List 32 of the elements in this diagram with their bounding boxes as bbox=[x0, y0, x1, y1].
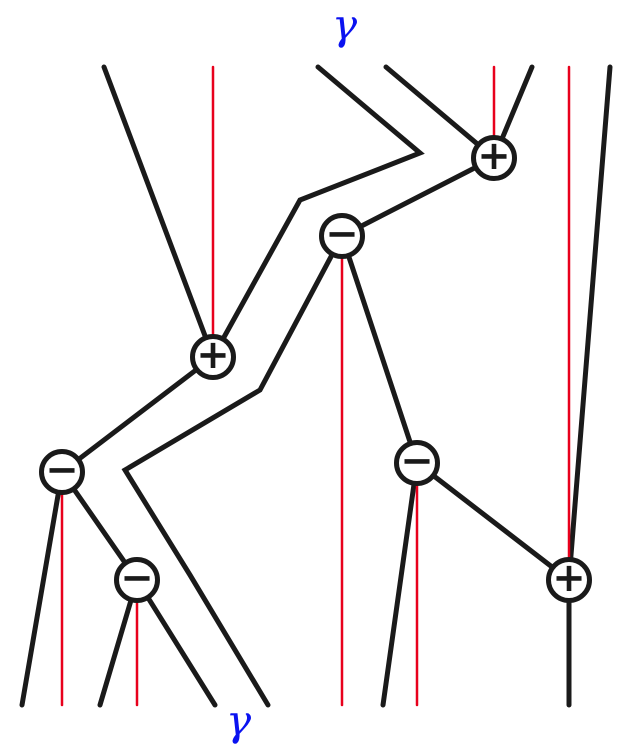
strand-line bbox=[380, 483, 416, 708]
guide-line bbox=[212, 66, 214, 336]
strand-line bbox=[98, 600, 133, 708]
sign-circle: + bbox=[190, 334, 236, 380]
guide-line bbox=[568, 66, 570, 558]
sign-circle: − bbox=[114, 557, 160, 603]
sign-circle: − bbox=[394, 440, 440, 486]
strand-line bbox=[20, 492, 61, 708]
sign-circle: + bbox=[471, 135, 517, 181]
guide-line bbox=[60, 494, 64, 706]
strand-line bbox=[568, 64, 612, 560]
strand-line bbox=[222, 64, 425, 340]
strand-line bbox=[360, 166, 476, 228]
guide-line bbox=[136, 602, 138, 706]
guide-line bbox=[492, 66, 496, 136]
strand-line bbox=[146, 597, 218, 708]
strand-line bbox=[500, 64, 534, 140]
guide-line bbox=[416, 484, 418, 706]
sign-circle: − bbox=[319, 213, 365, 259]
sign-circle: − bbox=[39, 449, 85, 495]
strand-line bbox=[346, 255, 412, 444]
guide-line bbox=[340, 258, 344, 706]
symbol-label: γ bbox=[332, 4, 358, 46]
strand-line bbox=[122, 254, 334, 708]
sign-circle: + bbox=[546, 557, 592, 603]
strand-line bbox=[432, 474, 554, 568]
strand-line bbox=[384, 64, 479, 146]
strand-line bbox=[102, 64, 208, 338]
strand-line bbox=[78, 368, 198, 461]
strand-line bbox=[566, 600, 572, 708]
symbol-label: γ bbox=[226, 700, 252, 742]
strand-line bbox=[72, 488, 126, 564]
